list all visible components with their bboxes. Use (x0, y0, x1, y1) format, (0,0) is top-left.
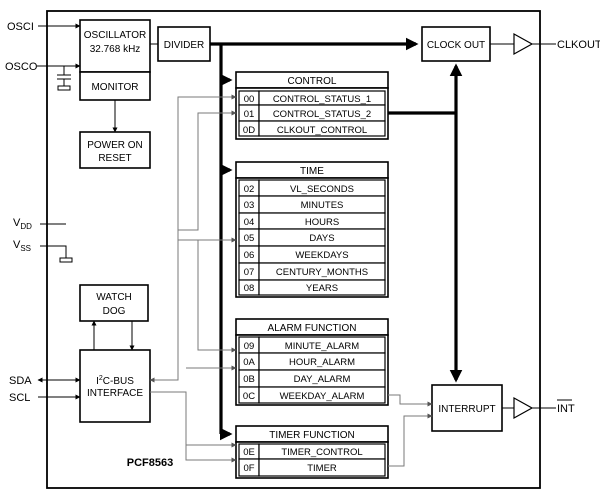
svg-text:0C: 0C (243, 391, 255, 402)
timer-row: 0F TIMER (238, 458, 386, 477)
svg-text:INTERFACE: INTERFACE (87, 388, 143, 399)
svg-text:YEARS: YEARS (306, 283, 338, 294)
pin-vss-label: VSS (13, 239, 31, 253)
svg-text:MINUTES: MINUTES (301, 200, 344, 211)
svg-text:HOURS: HOURS (305, 217, 339, 228)
pin-osco-label: OSCO (5, 61, 38, 73)
time-row: 06 WEEKDAYS (238, 245, 386, 264)
svg-text:05: 05 (244, 233, 255, 244)
int-buffer-symbol (513, 396, 534, 420)
svg-text:CLKOUT_CONTROL: CLKOUT_CONTROL (277, 125, 367, 136)
control-bus (388, 63, 463, 383)
svg-text:03: 03 (244, 200, 255, 211)
svg-text:RESET: RESET (98, 153, 131, 164)
alarm-row: 0A HOUR_ALARM (238, 352, 386, 371)
svg-text:09: 09 (244, 341, 255, 352)
oscillator-block: OSCILLATOR 32.768 kHz (79, 19, 151, 73)
monitor-block: MONITOR (79, 71, 151, 101)
i2c-register-links (149, 94, 237, 463)
clock-out-block: CLOCK OUT (421, 26, 491, 62)
control-title: CONTROL (288, 76, 337, 87)
control-register-group: CONTROL 00 CONTROL_STATUS_1 01 CONTROL_S… (235, 71, 389, 140)
pin-sda-label: SDA (9, 375, 32, 387)
time-row: 02 VL_SECONDS (238, 179, 386, 197)
svg-text:DIVIDER: DIVIDER (164, 40, 205, 51)
clkout-buffer-symbol (513, 32, 534, 56)
time-title: TIME (300, 166, 324, 177)
svg-text:CENTURY_MONTHS: CENTURY_MONTHS (276, 267, 368, 278)
svg-text:08: 08 (244, 283, 255, 294)
svg-text:04: 04 (244, 217, 255, 228)
svg-text:WATCH: WATCH (96, 292, 132, 303)
capacitor-symbol (57, 66, 71, 91)
svg-text:VL_SECONDS: VL_SECONDS (290, 184, 354, 195)
svg-text:07: 07 (244, 267, 255, 278)
time-row: 05 DAYS (238, 228, 386, 247)
chip-name-label: PCF8563 (127, 457, 173, 469)
svg-text:INTERRUPT: INTERRUPT (438, 404, 495, 415)
alarm-title: ALARM FUNCTION (268, 323, 357, 334)
svg-text:0E: 0E (243, 447, 255, 458)
svg-text:0A: 0A (243, 357, 255, 368)
control-row: 01 CONTROL_STATUS_2 (238, 104, 386, 122)
alarm-row: 0C WEEKDAY_ALARM (238, 386, 386, 404)
svg-text:01: 01 (244, 109, 255, 120)
timer-title: TIMER FUNCTION (269, 430, 355, 441)
alarm-row: 09 MINUTE_ALARM (238, 336, 386, 354)
time-register-group: TIME 02 VL_SECONDS 03 MINUTES 04 HOURS 0… (235, 161, 389, 298)
svg-text:TIMER_CONTROL: TIMER_CONTROL (281, 447, 362, 458)
i2c-interface-block: I2C-BUS INTERFACE (79, 349, 151, 423)
time-row: 08 YEARS (238, 279, 386, 296)
power-on-reset-block: POWER ON RESET (79, 131, 151, 169)
svg-text:02: 02 (244, 184, 255, 195)
svg-text:OSCILLATOR: OSCILLATOR (84, 30, 146, 41)
time-row: 07 CENTURY_MONTHS (238, 262, 386, 281)
svg-text:CONTROL_STATUS_1: CONTROL_STATUS_1 (273, 94, 371, 105)
interrupt-source-links (388, 394, 433, 467)
alarm-row: 0B DAY_ALARM (238, 369, 386, 388)
svg-text:MONITOR: MONITOR (91, 82, 138, 93)
timer-row: 0E TIMER_CONTROL (238, 443, 386, 460)
pin-vdd-label: VDD (13, 217, 32, 231)
svg-text:CLOCK OUT: CLOCK OUT (427, 40, 485, 51)
svg-text:TIMER: TIMER (307, 463, 337, 474)
divider-block: DIVIDER (157, 26, 211, 62)
time-row: 03 MINUTES (238, 195, 386, 214)
svg-text:WEEKDAYS: WEEKDAYS (295, 250, 348, 261)
control-row: 0D CLKOUT_CONTROL (238, 120, 386, 137)
ground-symbol (40, 245, 73, 263)
svg-text:32.768 kHz: 32.768 kHz (90, 44, 141, 55)
watchdog-link (91, 320, 135, 351)
svg-text:06: 06 (244, 250, 255, 261)
interrupt-block: INTERRUPT (431, 384, 503, 432)
svg-text:DAY_ALARM: DAY_ALARM (294, 374, 351, 385)
pin-scl-label: SCL (9, 392, 30, 404)
time-row: 04 HOURS (238, 212, 386, 230)
svg-text:00: 00 (244, 94, 255, 105)
alarm-register-group: ALARM FUNCTION 09 MINUTE_ALARM 0A HOUR_A… (235, 318, 389, 406)
pin-osci-label: OSCI (7, 21, 34, 33)
watchdog-block: WATCH DOG (79, 284, 149, 322)
pin-clkout-label: CLKOUT (557, 39, 600, 51)
control-row: 00 CONTROL_STATUS_1 (238, 90, 386, 106)
svg-text:I2C-BUS: I2C-BUS (96, 375, 134, 387)
svg-text:0F: 0F (243, 463, 254, 474)
svg-text:0B: 0B (243, 374, 255, 385)
svg-text:0D: 0D (243, 125, 255, 136)
svg-text:HOUR_ALARM: HOUR_ALARM (289, 357, 355, 368)
svg-text:DOG: DOG (103, 306, 126, 317)
svg-text:POWER ON: POWER ON (87, 140, 143, 151)
timer-register-group: TIMER FUNCTION 0E TIMER_CONTROL 0F TIMER (235, 425, 389, 479)
svg-text:WEEKDAY_ALARM: WEEKDAY_ALARM (280, 391, 365, 402)
svg-text:DAYS: DAYS (309, 233, 334, 244)
svg-text:CONTROL_STATUS_2: CONTROL_STATUS_2 (273, 109, 371, 120)
svg-text:MINUTE_ALARM: MINUTE_ALARM (285, 341, 360, 352)
pin-int-label: INT (557, 403, 575, 415)
